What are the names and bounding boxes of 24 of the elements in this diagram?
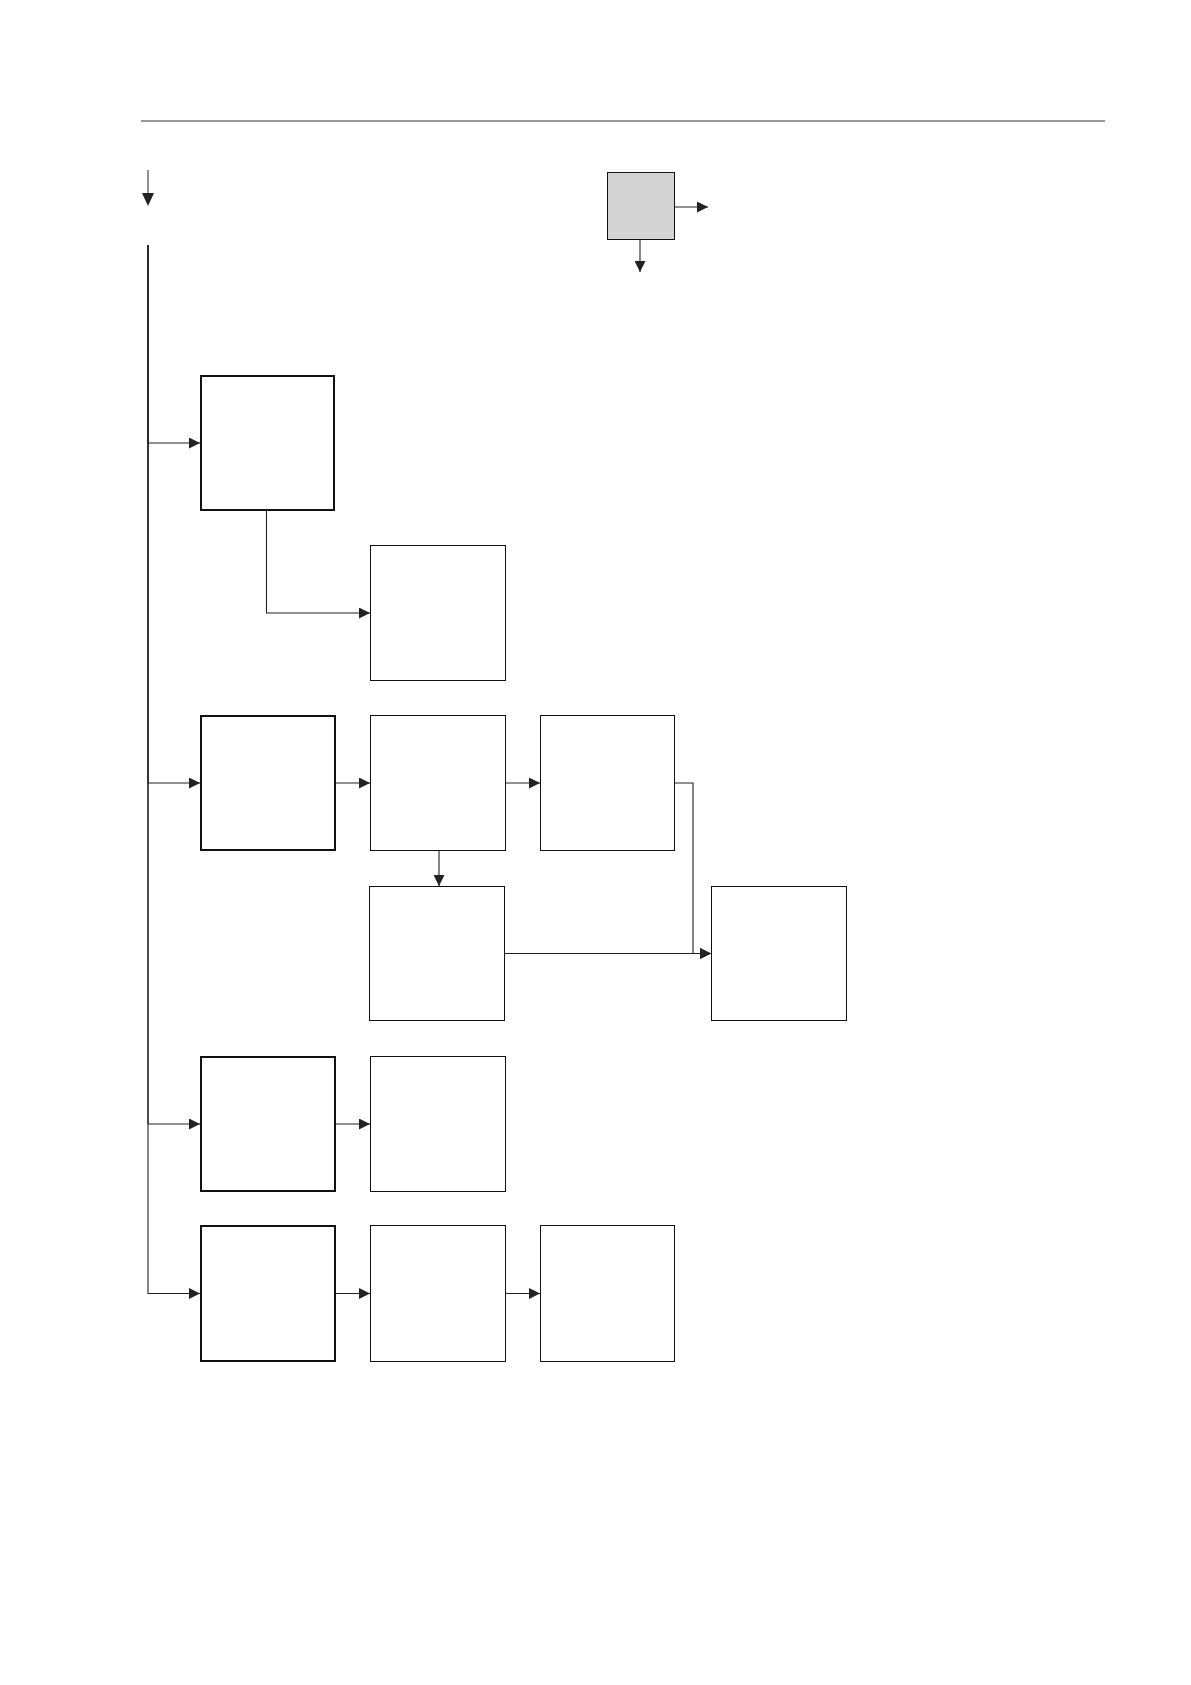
empty-box (369, 886, 505, 1021)
empty-box (540, 715, 675, 851)
empty-box (370, 1056, 506, 1192)
empty-box (200, 375, 335, 511)
empty-box (711, 886, 847, 1021)
empty-box (200, 1225, 336, 1362)
empty-box (200, 715, 336, 851)
arrow (147, 244, 201, 1299)
arrow (335, 1288, 371, 1299)
arrow (505, 777, 541, 789)
empty-box (200, 1056, 336, 1192)
arrow (433, 850, 445, 887)
arrow (265, 510, 371, 619)
arrow (335, 1118, 371, 1130)
arrow (505, 1288, 541, 1299)
empty-box (370, 1225, 506, 1362)
arrow (674, 201, 709, 213)
empty-box (607, 172, 675, 240)
empty-box (370, 715, 506, 851)
arrow (634, 239, 646, 273)
arrow (335, 777, 371, 789)
empty-box (370, 545, 506, 681)
empty-box (540, 1225, 675, 1362)
arrow (504, 948, 712, 959)
